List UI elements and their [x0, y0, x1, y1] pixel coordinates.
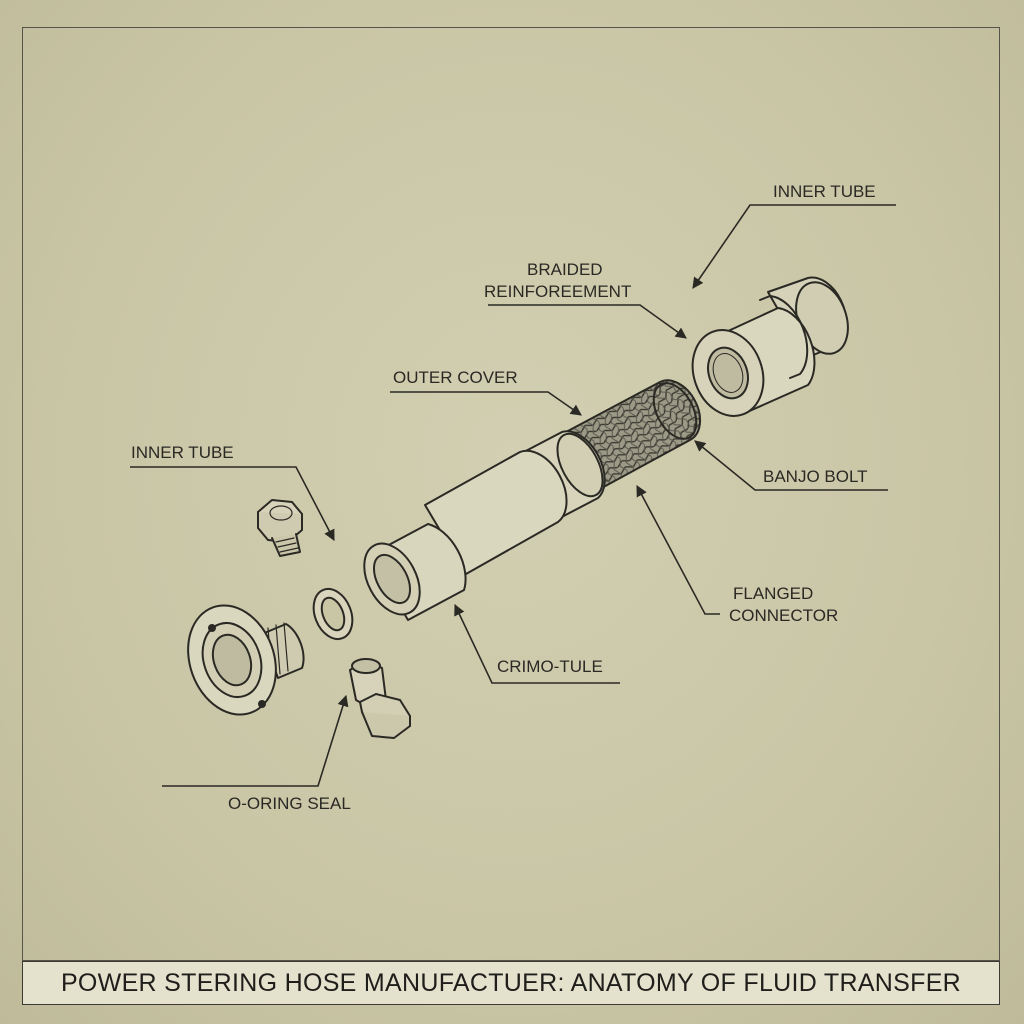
title-block: POWER STERING HOSE MANUFACTUER: ANATOMY …: [22, 961, 1000, 1005]
label-inner-tube-top: INNER TUBE: [773, 182, 876, 201]
drawing-frame: [22, 27, 1000, 961]
hex-bolt: [257, 499, 303, 557]
inner-tube-fitting: [691, 276, 849, 417]
label-connector: CONNECTOR: [729, 606, 838, 625]
hex-nut-fitting: [349, 658, 411, 739]
label-inner-tube-left: INNER TUBE: [131, 443, 234, 462]
label-flanged: FLANGED: [733, 584, 813, 603]
label-outer-cover: OUTER COVER: [393, 368, 518, 387]
label-braided: BRAIDED: [527, 260, 603, 279]
crimp-collar: [363, 430, 606, 621]
o-ring: [312, 587, 354, 641]
diagram-title: POWER STERING HOSE MANUFACTUER: ANATOMY …: [60, 968, 962, 997]
flanged-connector: [187, 604, 305, 716]
label-reinforcement: REINFOREEMENT: [484, 282, 631, 301]
label-crimp-ferrule: CRIMO-TULE: [497, 657, 603, 676]
label-banjo-bolt: BANJO BOLT: [763, 467, 868, 486]
label-o-ring-seal: O-ORING SEAL: [228, 794, 351, 813]
